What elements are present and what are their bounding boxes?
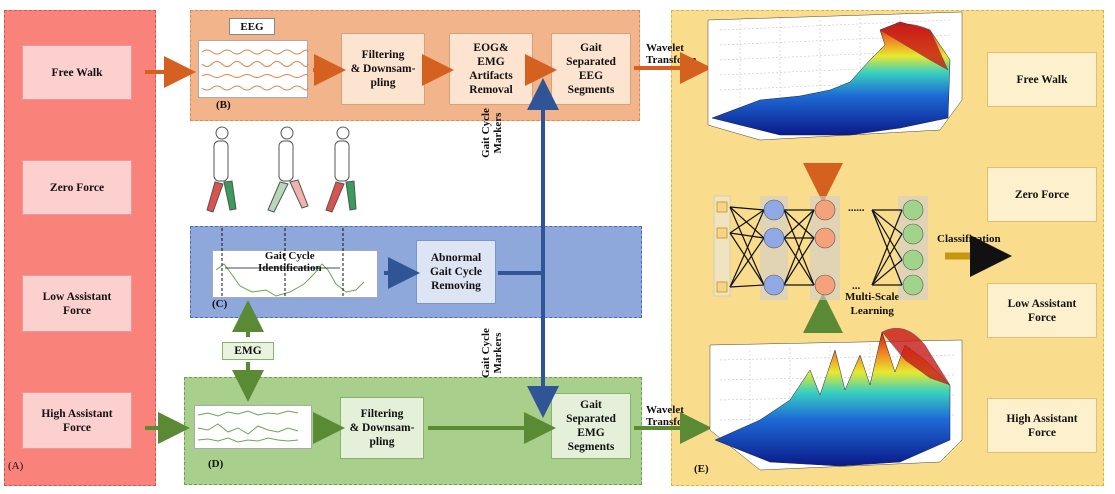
eeg-artifact-removal-step: EOG& EMG Artifacts Removal xyxy=(449,33,533,105)
walking-figure-2 xyxy=(267,126,309,213)
eeg-filtering-step: Filtering & Downsam- pling xyxy=(341,33,425,105)
emg-traces xyxy=(197,410,299,443)
network-ellipsis-bottom: ... xyxy=(852,280,861,292)
panel-c-label: (C) xyxy=(212,298,228,310)
condition-zero-force: Zero Force xyxy=(22,160,132,215)
panel-e-label: (E) xyxy=(694,463,709,475)
abnormal-gait-cycle-removing: Abnormal Gait Cycle Removing xyxy=(416,240,496,304)
condition-free-walk: Free Walk xyxy=(22,45,132,100)
panel-d-label: (D) xyxy=(208,458,224,470)
class-zero-force: Zero Force xyxy=(987,167,1097,222)
panel-a-label: (A) xyxy=(8,460,24,472)
gait-separated-emg-segments: Gait Separated EMG Segments xyxy=(551,393,631,459)
class-high-assistant-force: High Assistant Force xyxy=(987,398,1097,453)
gait-separated-eeg-segments: Gait Separated EEG Segments xyxy=(551,33,631,105)
class-free-walk: Free Walk xyxy=(987,52,1097,107)
gait-cycle-signal-plot xyxy=(212,250,378,298)
condition-high-assistant-force: High Assistant Force xyxy=(22,392,132,449)
emg-wavelet-surface xyxy=(709,327,963,471)
walking-figure-1 xyxy=(206,126,237,213)
eeg-wavelet-surface xyxy=(707,11,963,141)
walking-figure-3 xyxy=(325,126,357,213)
panel-b-label: (B) xyxy=(216,99,231,111)
class-low-assistant-force: Low Assistant Force xyxy=(987,283,1097,338)
gait-signal-trace xyxy=(215,263,365,297)
network-ellipsis-top: ...... xyxy=(848,202,865,214)
emg-signal-label: EMG xyxy=(222,342,274,360)
eeg-traces xyxy=(201,49,309,91)
multi-scale-learning-label: Multi-Scale Learning xyxy=(845,291,900,317)
neural-network xyxy=(713,195,928,300)
emg-filtering-step: Filtering & Downsam- pling xyxy=(340,397,424,459)
eeg-signal-plot xyxy=(198,40,308,98)
eeg-signal-label: EEG xyxy=(229,18,275,35)
condition-low-assistant-force: Low Assistant Force xyxy=(22,275,132,332)
